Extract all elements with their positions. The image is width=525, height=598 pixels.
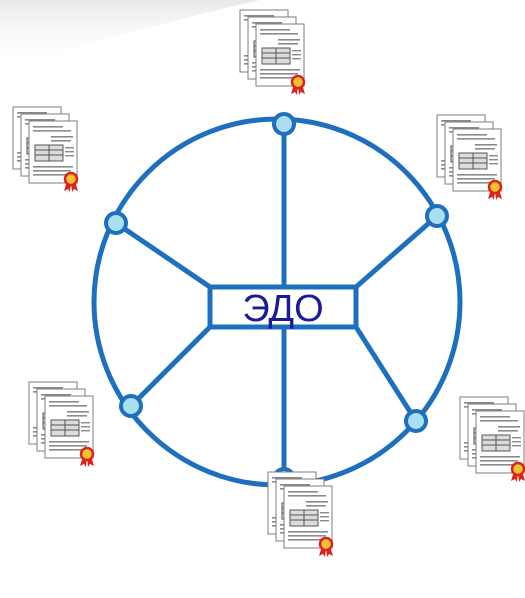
seal-ribbon-icon xyxy=(487,179,503,200)
seal-ribbon-icon xyxy=(290,74,306,95)
spoke-lower-left xyxy=(129,325,212,408)
node-top xyxy=(272,112,296,136)
document-stack-icon xyxy=(239,9,306,95)
document-stack-icon xyxy=(12,106,79,192)
document-stack-icon xyxy=(459,396,525,482)
node-upper-left xyxy=(104,211,128,235)
node-lower-left xyxy=(119,394,143,418)
spokes xyxy=(114,124,439,479)
document-stack-icon xyxy=(436,114,503,200)
center-hub: ЭДО xyxy=(207,284,359,330)
seal-ribbon-icon xyxy=(79,446,95,467)
spoke-lower-right xyxy=(353,325,419,423)
seal-ribbon-icon xyxy=(510,461,525,482)
spoke-upper-left xyxy=(114,220,212,290)
node-upper-right xyxy=(425,204,449,228)
document-stack-icon xyxy=(267,471,334,557)
background-shading xyxy=(0,0,260,70)
document-stack-icon xyxy=(28,381,95,467)
seal-ribbon-icon xyxy=(318,536,334,557)
spoke-upper-right xyxy=(354,214,439,289)
center-hub-label: ЭДО xyxy=(242,288,323,330)
seal-ribbon-icon xyxy=(63,171,79,192)
center-hub-box xyxy=(207,284,359,330)
document-page-icon xyxy=(44,395,94,459)
document-stacks xyxy=(12,9,525,557)
node-lower-right xyxy=(404,409,428,433)
